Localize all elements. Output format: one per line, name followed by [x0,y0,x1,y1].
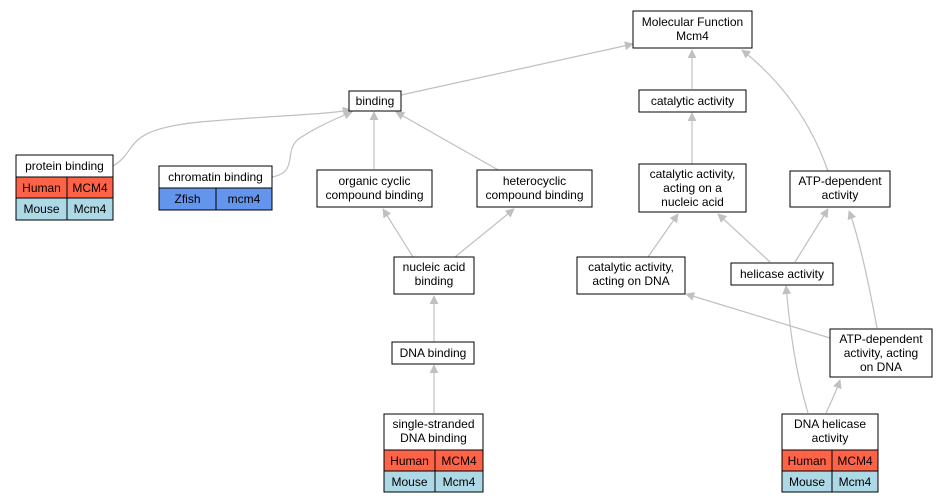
node-protein-binding-label: protein binding [25,159,104,173]
annotation-species: Zfish [174,192,200,206]
node-label-line: activity [822,188,859,202]
node-root[interactable]: Molecular Function Mcm4 [632,10,753,49]
edge-chromatin-binding-to-binding [271,110,353,178]
node-label-line: ATP-dependent [839,332,923,346]
node-helicase-activity-label: helicase activity [740,267,824,281]
node-label-line: catalytic activity, [588,260,674,274]
annotation-species: Mouse [23,202,59,216]
node-single-stranded-dna-binding[interactable]: single-stranded DNA binding Human MCM4 M… [383,413,484,493]
protein-binding-annotations: Human MCM4 Mouse Mcm4 [15,176,114,221]
node-catalytic-activity-nucleic-acid[interactable]: catalytic activity, acting on a nucleic … [638,163,747,213]
edge-helicase-to-catalytic-nucleic [717,213,771,263]
edge-heterocyclic-to-binding [395,111,501,172]
node-label-line: activity, acting [844,346,918,360]
node-catalytic-activity-label: catalytic activity [651,94,734,108]
chromatin-binding-annotations: Zfish mcm4 [158,187,273,211]
annotation-species: Human [788,454,827,468]
node-label-line: ATP-dependent [798,174,882,188]
node-dna-binding-label: DNA binding [400,346,467,360]
node-heterocyclic-compound-binding[interactable]: heterocyclic compound binding [476,169,593,208]
node-chromatin-binding[interactable]: chromatin binding Zfish mcm4 [158,165,273,211]
annotation-gene: MCM4 [72,181,108,195]
annotation-gene: MCM4 [837,454,873,468]
annotation-species: Mouse [789,475,825,489]
node-label-line: heterocyclic [503,174,566,188]
node-catalytic-activity[interactable]: catalytic activity [638,89,747,113]
annotation-gene: Mcm4 [839,475,872,489]
annotation-species: Human [390,454,429,468]
node-label-line: organic cyclic [338,174,410,188]
node-label-line: single-stranded [392,417,474,431]
node-chromatin-binding-label: chromatin binding [168,170,263,184]
edge-atp-dna-to-catalytic-dna [685,292,831,339]
node-dna-binding[interactable]: DNA binding [391,341,475,365]
node-protein-binding[interactable]: protein binding Human MCM4 Mouse Mcm4 [15,154,114,221]
edge-dna-helicase-to-atp-dna [825,379,842,414]
node-organic-cyclic-compound-binding[interactable]: organic cyclic compound binding [316,169,433,208]
node-binding-label: binding [356,94,395,108]
edge-catalytic-dna-to-catalytic-nucleic [647,213,679,258]
node-label-line: nucleic acid [403,260,466,274]
edge-nucleic-acid-to-organic-cyclic [382,208,414,258]
node-binding[interactable]: binding [348,90,402,112]
node-label-line: compound binding [325,188,423,202]
ssdna-binding-annotations: Human MCM4 Mouse Mcm4 [383,449,484,493]
node-label-line: DNA helicase [794,417,866,431]
node-label-line: compound binding [485,188,583,202]
edges [112,41,878,414]
root-title: Molecular Function [642,15,743,29]
annotation-species: Human [22,181,61,195]
node-label-line: activity [812,431,849,445]
node-label-line: acting on a [663,181,722,195]
node-atp-dependent-activity-dna[interactable]: ATP-dependent activity, acting on DNA [829,328,933,378]
node-label-line: on DNA [860,360,902,374]
node-label-line: nucleic acid [661,195,724,209]
node-nucleic-acid-binding[interactable]: nucleic acid binding [393,256,475,295]
edge-atp-dependent-to-root [741,49,829,172]
edge-dna-helicase-to-helicase [782,285,809,414]
root-gene: Mcm4 [676,29,709,43]
annotation-species: Mouse [391,475,427,489]
edge-protein-binding-to-binding [112,106,352,167]
node-label-line: acting on DNA [592,274,669,288]
edge-binding-to-root [400,41,634,96]
edge-helicase-to-atp-dependent [794,208,829,263]
node-label-line: DNA binding [400,431,467,445]
edge-nucleic-acid-to-heterocyclic [454,208,515,258]
annotation-gene: Mcm4 [74,202,107,216]
node-label-line: binding [415,274,454,288]
dna-helicase-annotations: Human MCM4 Mouse Mcm4 [781,449,879,493]
node-dna-helicase-activity[interactable]: DNA helicase activity Human MCM4 Mouse M… [781,413,879,493]
node-helicase-activity[interactable]: helicase activity [730,262,834,286]
node-catalytic-activity-dna[interactable]: catalytic activity, acting on DNA [576,256,686,295]
edge-atp-dna-to-atp-dependent [847,210,878,329]
node-atp-dependent-activity[interactable]: ATP-dependent activity [789,170,891,208]
annotation-gene: Mcm4 [443,475,476,489]
annotation-gene: MCM4 [441,454,477,468]
node-label-line: catalytic activity, [650,167,736,181]
annotation-gene: mcm4 [228,192,261,206]
